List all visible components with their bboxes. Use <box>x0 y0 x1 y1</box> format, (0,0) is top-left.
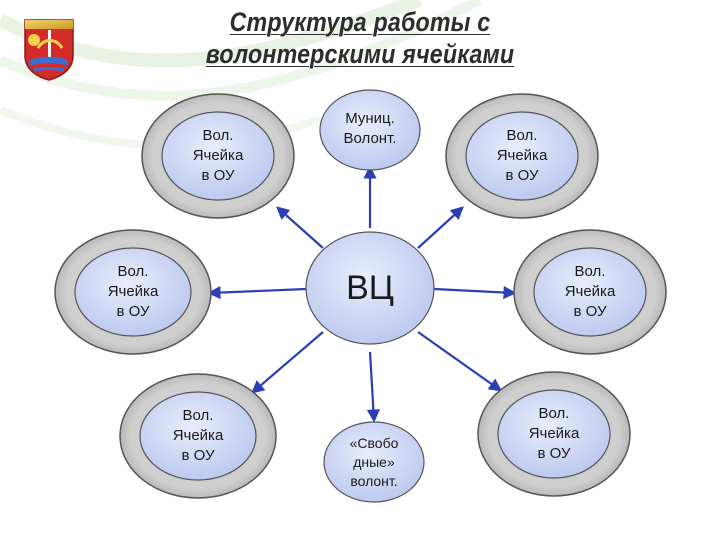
arrow-to-free <box>366 351 380 423</box>
cell-mid-right-shape <box>513 229 667 355</box>
cell-bottom-left-shape <box>119 373 277 499</box>
cell-mid-right-label: Вол. Ячейка в ОУ <box>564 263 616 320</box>
title-line-1: Структура работы с <box>229 7 491 37</box>
arrow-to-top-right <box>417 206 464 249</box>
city-coat-of-arms-icon <box>24 19 74 81</box>
arrow-to-top-left <box>276 206 324 249</box>
free-label: «Свобо дные» волонт. <box>349 434 399 489</box>
arrow-to-mid-left <box>207 285 307 300</box>
center-shape <box>305 231 435 345</box>
arrow-to-mid-right <box>433 285 517 300</box>
title-line-2: волонтерскими ячейками <box>205 39 515 69</box>
cell-bottom-left-label: Вол. Ячейка в ОУ <box>172 407 224 464</box>
municipal-shape <box>319 89 421 171</box>
page-title: Структура работы с волонтерскими ячейкам… <box>179 6 540 70</box>
cell-top-left-label: Вол. Ячейка в ОУ <box>192 127 244 184</box>
cell-bottom-right-label: Вол. Ячейка в ОУ <box>528 405 580 462</box>
free-shape <box>323 421 425 503</box>
cell-bottom-right-shape <box>477 371 631 497</box>
cell-top-right-shape <box>445 93 599 219</box>
arrow-to-bottom-left <box>250 331 324 394</box>
arrow-to-bottom-right <box>417 331 503 392</box>
center-label: ВЦ <box>346 269 394 307</box>
cell-top-left-shape <box>141 93 295 219</box>
cell-mid-left-shape <box>54 229 212 355</box>
municipal-label: Муниц. Волонт. <box>343 110 397 147</box>
cell-top-right-label: Вол. Ячейка в ОУ <box>496 127 548 184</box>
arrows <box>207 165 517 423</box>
cell-mid-left-label: Вол. Ячейка в ОУ <box>107 263 159 320</box>
